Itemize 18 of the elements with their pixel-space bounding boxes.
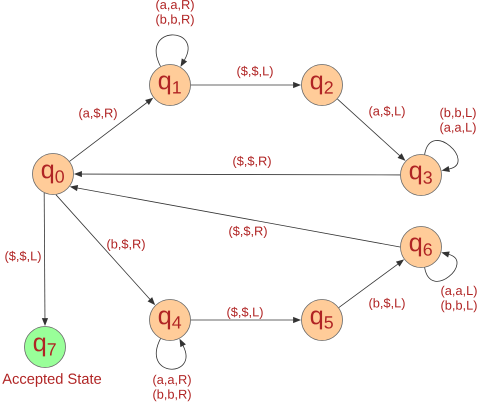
loop-arrow: [156, 34, 188, 67]
edge-label: ($,$,L): [237, 66, 273, 78]
state-caption: Accepted State: [2, 373, 102, 387]
edge-label: ($,$,R): [229, 226, 267, 238]
edge-label: (a,a,R) (b,b,R): [153, 374, 191, 402]
edge-label: ($,$,R): [233, 156, 271, 168]
edge-label: (a,$,L): [369, 106, 405, 118]
edge-label: (b,$,R): [107, 238, 145, 252]
edge-label: ($,$,L): [5, 250, 41, 264]
edge-label: (a,$,R): [79, 108, 117, 120]
loop-arrow: [156, 338, 186, 370]
edge-label: (a,a,L) (b,b,L): [441, 286, 477, 312]
edge-label: (a,a,R) (b,b,R): [156, 0, 194, 26]
arrow: [337, 98, 406, 161]
edge-label: ($,$,L): [227, 306, 263, 320]
loop-arrow: [424, 140, 458, 172]
edge-label: (b,$,L): [369, 298, 405, 310]
edge-label: (b,b,L) (a,a,L): [440, 108, 476, 134]
